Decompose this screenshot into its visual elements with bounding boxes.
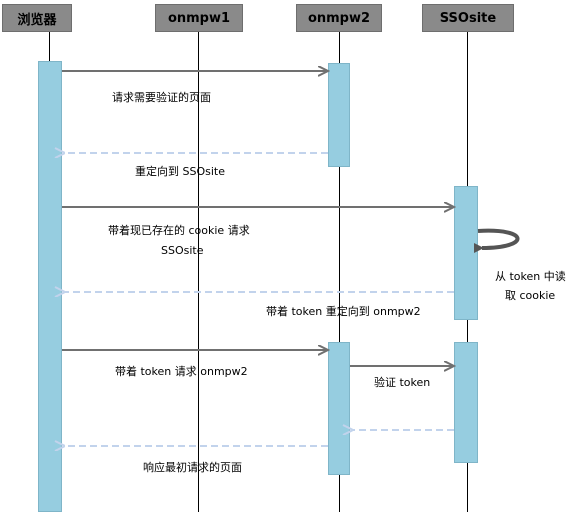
activation-onmpw2-first [328, 63, 350, 167]
lifeline-onmpw2 [339, 32, 340, 512]
label-request-with-cookie-line1: 带着现已存在的 cookie 请求 [108, 224, 250, 237]
activation-onmpw2-second [328, 342, 350, 475]
label-read-cookie-line1: 从 token 中读 [495, 270, 566, 283]
label-read-cookie-line2: 取 cookie [505, 289, 556, 302]
actor-ssosite: SSOsite [422, 4, 514, 32]
label-redirect-to-ssosite: 重定向到 SSOsite [135, 165, 225, 178]
lifeline-onmpw1 [198, 32, 199, 512]
self-loop-ssosite [473, 228, 520, 254]
activation-ssosite-second [454, 342, 478, 463]
actor-onmpw2: onmpw2 [296, 4, 382, 32]
label-verify-token: 验证 token [374, 376, 431, 389]
label-request-with-token: 带着 token 请求 onmpw2 [115, 365, 248, 378]
actor-browser: 浏览器 [2, 4, 72, 32]
label-respond-original-page: 响应最初请求的页面 [143, 461, 242, 474]
label-request-with-cookie-line2: SSOsite [161, 244, 204, 257]
label-request-protected-page: 请求需要验证的页面 [112, 91, 211, 104]
label-redirect-with-token: 带着 token 重定向到 onmpw2 [266, 305, 421, 318]
actor-onmpw1: onmpw1 [155, 4, 243, 32]
